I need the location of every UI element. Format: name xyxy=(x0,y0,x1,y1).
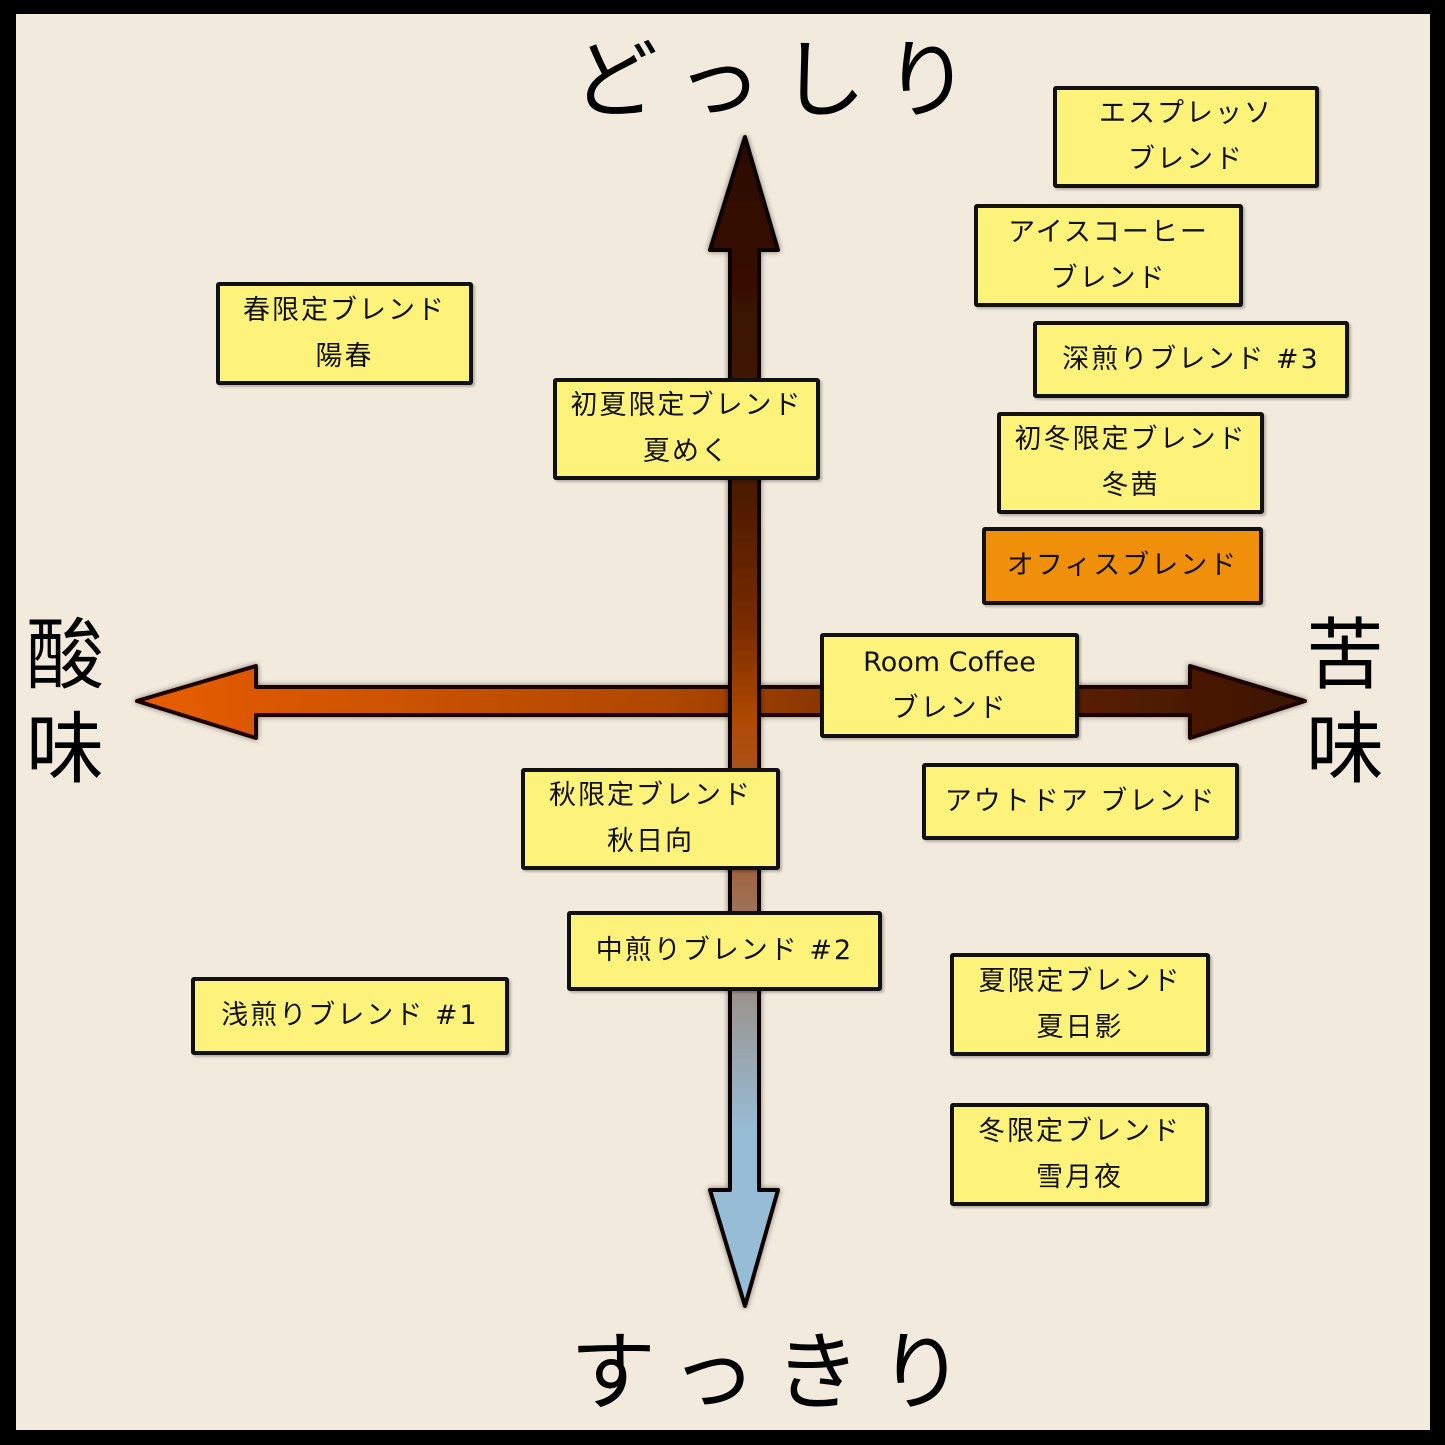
blend-name: 深煎りブレンド #3 xyxy=(1062,343,1320,375)
blend-box-espresso[interactable]: エスプレッソ ブレンド xyxy=(1053,86,1319,188)
blend-name: 夏限定ブレンド xyxy=(978,965,1182,997)
blend-name: 初夏限定ブレンド xyxy=(570,390,803,421)
blend-subname: 冬茜 xyxy=(1101,470,1160,501)
blend-box-dark-roast-3[interactable]: 深煎りブレンド #3 xyxy=(1033,321,1349,398)
blend-box-autumn[interactable]: 秋限定ブレンド 秋日向 xyxy=(521,768,780,870)
blend-subname: ブレンド xyxy=(1128,144,1244,175)
blend-name: 浅煎りブレンド #1 xyxy=(221,1000,479,1031)
blend-box-summer[interactable]: 夏限定ブレンド 夏日影 xyxy=(950,953,1210,1056)
blend-subname: ブレンド xyxy=(1050,262,1167,294)
blend-subname: 夏めく xyxy=(643,436,730,467)
blend-box-winter[interactable]: 冬限定ブレンド 雪月夜 xyxy=(950,1103,1209,1206)
blend-subname: 秋日向 xyxy=(607,826,694,857)
blend-subname: ブレンド xyxy=(891,692,1008,724)
blend-name: 秋限定ブレンド xyxy=(549,780,752,811)
blend-subname: 陽春 xyxy=(315,340,374,372)
blend-box-outdoor[interactable]: アウトドア ブレンド xyxy=(922,763,1239,840)
blend-subname: 雪月夜 xyxy=(1036,1161,1123,1193)
vertical-axis-arrow xyxy=(708,135,780,1308)
blend-name: エスプレッソ xyxy=(1099,98,1273,129)
horizontal-axis-arrow xyxy=(135,664,1307,740)
blend-name: アウトドア ブレンド xyxy=(944,785,1217,817)
blend-box-iced-coffee[interactable]: アイスコーヒー ブレンド xyxy=(974,204,1243,307)
blend-box-light-roast-1[interactable]: 浅煎りブレンド #1 xyxy=(191,977,509,1055)
blend-name: 春限定ブレンド xyxy=(243,294,446,326)
blend-box-early-summer[interactable]: 初夏限定ブレンド 夏めく xyxy=(553,378,820,480)
blend-box-office[interactable]: オフィスブレンド xyxy=(982,527,1263,605)
blend-name: 冬限定ブレンド xyxy=(978,1115,1181,1147)
blend-name: アイスコーヒー xyxy=(1008,216,1209,248)
blend-name: 中煎りブレンド #2 xyxy=(595,935,854,966)
blend-name: 初冬限定ブレンド xyxy=(1014,424,1247,455)
blend-box-medium-roast-2[interactable]: 中煎りブレンド #2 xyxy=(567,911,882,991)
blend-subname: 夏日影 xyxy=(1036,1011,1124,1043)
blend-box-spring[interactable]: 春限定ブレンド 陽春 xyxy=(216,282,473,385)
axis-label-acidity: 酸味 xyxy=(26,611,105,795)
blend-name: Room Coffee xyxy=(863,646,1036,678)
blend-box-room-coffee[interactable]: Room Coffee ブレンド xyxy=(820,633,1079,738)
axis-label-bitterness: 苦味 xyxy=(1306,611,1385,795)
axis-label-full-bodied: どっしり xyxy=(572,31,988,131)
blend-name: オフィスブレンド xyxy=(1006,550,1239,581)
axis-label-clean: すっきり xyxy=(570,1323,983,1423)
blend-box-early-winter[interactable]: 初冬限定ブレンド 冬茜 xyxy=(997,412,1264,514)
